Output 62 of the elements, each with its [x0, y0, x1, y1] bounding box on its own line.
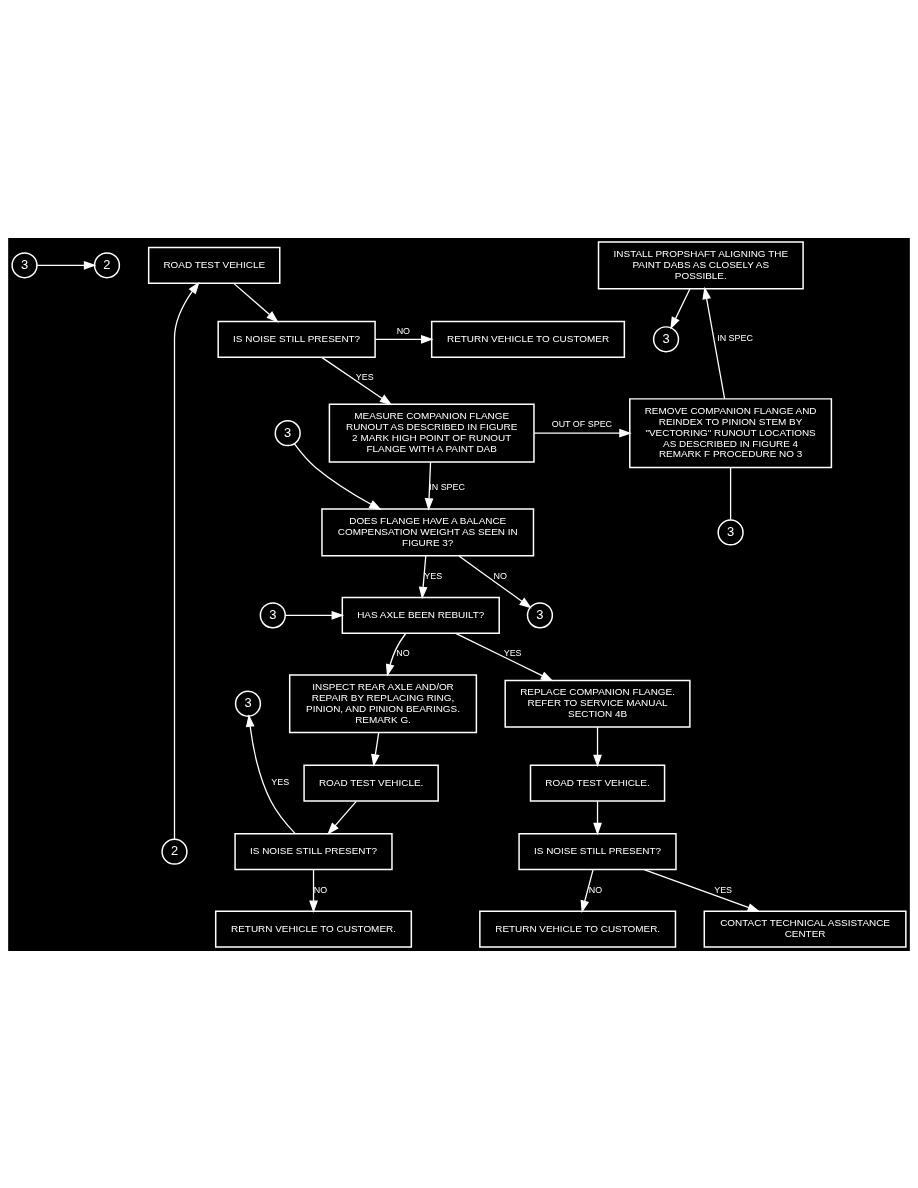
arrow	[702, 286, 726, 399]
arrow	[245, 713, 296, 834]
node-box: INSPECT REAR AXLE AND/OR REPAIR BY REPLACING RING, PINION, AND PINION BEARINGS. REMARK G.	[288, 673, 478, 733]
connector	[729, 466, 732, 520]
node-box: RETURN VEHICLE TO CUSTOMER	[430, 320, 626, 358]
node-circle: 3	[526, 601, 554, 628]
edge-label: NO	[313, 884, 328, 895]
arrow	[593, 800, 602, 835]
node-circle: 2	[161, 838, 188, 865]
arrow	[385, 632, 407, 677]
node-box: ROAD TEST VEHICLE.	[303, 764, 439, 802]
node-box: CONTACT TECHNICAL ASSISTANCE CENTER	[703, 910, 907, 948]
arrow	[593, 726, 602, 767]
edge-label: YES	[503, 647, 522, 658]
arrow	[374, 334, 434, 344]
arrow	[418, 554, 428, 599]
node-box: ROAD TEST VEHICLE	[147, 246, 281, 284]
arrow	[173, 281, 200, 840]
edge-label: YES	[271, 776, 290, 787]
node-box: REPLACE COMPANION FLANGE. REFER TO SERVICE MANUAL SECTION 4B	[504, 679, 691, 728]
edge-label: YES	[714, 884, 733, 895]
node-box: REMOVE COMPANION FLANGE AND REINDEX TO PINION STEM BY "VECTORING" RUNOUT LOCATIONS AS DESCRIBED IN FIGURE 4 REMARK F PROCEDURE NO 3	[629, 397, 833, 468]
node-box: MEASURE COMPANION FLANGE RUNOUT AS DESCRIBED IN FIGURE 2 MARK HIGH POINT OF RUNOUT FLANGE WITH A PAINT DAB	[328, 403, 535, 463]
arrow	[424, 460, 434, 511]
node-box: IS NOISE STILL PRESENT?	[234, 832, 393, 870]
arrow	[580, 868, 594, 913]
node-circle: 3	[234, 690, 262, 717]
edge-label: IN SPEC	[429, 481, 465, 492]
arrow	[36, 260, 97, 270]
edge-label: NO	[396, 647, 410, 658]
arrow	[327, 800, 357, 835]
arrow	[458, 554, 532, 608]
node-box: IS NOISE STILL PRESENT?	[217, 320, 376, 358]
edge-label: YES	[355, 371, 374, 382]
arrow	[643, 868, 761, 912]
edge-label: NO	[493, 570, 507, 581]
node-box: RETURN VEHICLE TO CUSTOMER.	[479, 910, 677, 948]
node-circle: 3	[652, 325, 680, 352]
edge-label: OUT OF SPEC	[551, 418, 613, 429]
node-box: HAS AXLE BEEN REBUILT?	[341, 596, 500, 634]
node-circle: 2	[93, 251, 121, 278]
node-box: ROAD TEST VEHICLE.	[529, 764, 666, 802]
arrow	[371, 731, 380, 767]
edge-label: IN SPEC	[717, 332, 753, 343]
node-box: INSTALL PROPSHAFT ALIGNING THE PAINT DABS AS CLOSELY AS POSSIBLE.	[597, 240, 804, 289]
node-box: DOES FLANGE HAVE A BALANCE COMPENSATION WEIGHT AS SEEN IN FIGURE 3?	[321, 507, 535, 556]
arrow	[321, 356, 393, 405]
edge-label: NO	[588, 884, 603, 895]
arrow	[670, 287, 691, 330]
arrow	[533, 428, 632, 437]
node-box: RETURN VEHICLE TO CUSTOMER.	[214, 910, 413, 948]
arrow	[293, 442, 382, 510]
arrow	[309, 868, 318, 913]
edge-label: NO	[396, 325, 411, 336]
arrow	[284, 610, 345, 620]
node-circle: 3	[259, 601, 286, 628]
arrow	[233, 282, 279, 323]
node-circle: 3	[717, 518, 744, 546]
node-circle: 3	[11, 251, 38, 278]
node-circle: 3	[274, 419, 301, 446]
arrow	[455, 632, 554, 681]
node-box: IS NOISE STILL PRESENT?	[518, 832, 677, 870]
